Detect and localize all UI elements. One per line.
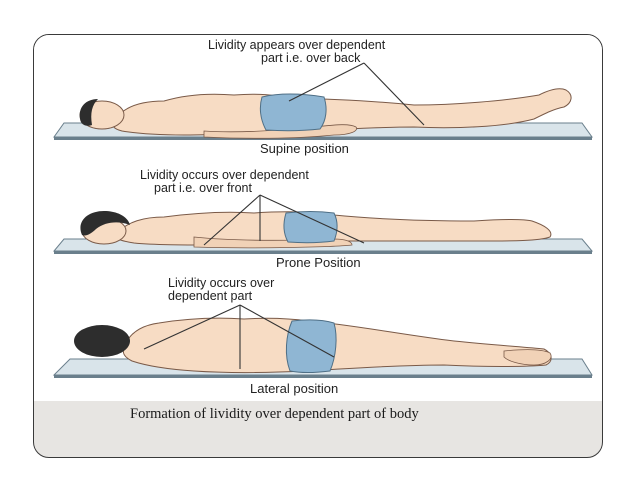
prone-pointer-right: [259, 194, 365, 244]
supine-hair: [79, 99, 98, 126]
supine-panel: Lividity appears over dependent part i.e…: [53, 38, 593, 156]
figure-svg: Lividity appears over dependent part i.e…: [52, 38, 594, 396]
supine-shorts: [259, 93, 327, 132]
supine-table-edge: [54, 137, 592, 140]
prone-arm: [193, 236, 353, 249]
lateral-shorts: [285, 319, 337, 373]
supine-note-line2: part i.e. over back: [261, 51, 361, 65]
prone-position-label: Prone Position: [276, 255, 361, 270]
lateral-position-label: Lateral position: [250, 381, 338, 396]
lateral-hair: [74, 325, 130, 357]
supine-pointer-left: [288, 62, 365, 102]
prone-table-edge: [54, 251, 592, 254]
prone-hair: [80, 211, 130, 236]
lateral-table-edge: [54, 375, 592, 378]
supine-note-line1: Lividity appears over dependent: [208, 38, 386, 52]
supine-pointer-right: [363, 62, 425, 126]
prone-shorts: [283, 211, 338, 244]
prone-note-line1: Lividity occurs over dependent: [140, 168, 309, 182]
prone-pointer-left: [203, 194, 261, 246]
lateral-note-line1: Lividity occurs over: [168, 276, 274, 290]
slide-frame: Lividity appears over dependent part i.e…: [33, 34, 603, 458]
lateral-panel: Lividity occurs over dependent part Late…: [52, 276, 593, 396]
lateral-pointer-left: [143, 304, 241, 350]
prone-panel: Lividity occurs over dependent part i.e.…: [52, 168, 594, 270]
supine-position-label: Supine position: [260, 141, 349, 156]
figure-caption: Formation of lividity over dependent par…: [130, 406, 419, 422]
lateral-body: [122, 317, 552, 373]
lateral-pointer-right: [239, 304, 335, 358]
lateral-note-line2: dependent part: [168, 289, 253, 303]
lateral-feet: [503, 349, 552, 366]
prone-note-line2: part i.e. over front: [154, 181, 252, 195]
lividity-figure: Lividity appears over dependent part i.e…: [34, 35, 602, 401]
